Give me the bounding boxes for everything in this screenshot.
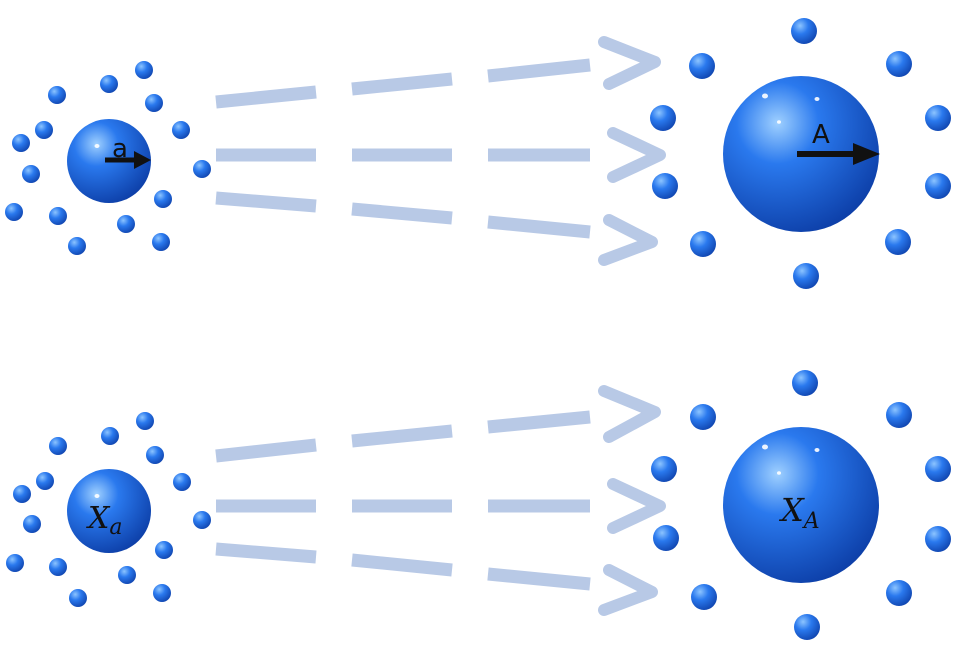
small-sphere-bottom <box>67 469 151 553</box>
large-cluster-top-dots <box>650 18 951 289</box>
large-cluster-bottom-dots <box>651 370 951 640</box>
small-cluster-top-dots <box>5 61 211 255</box>
top-row: a <box>5 18 951 289</box>
large-cluster-top: A <box>650 18 951 289</box>
dashed-arrows-top <box>215 36 666 266</box>
large-sphere-bottom <box>723 427 879 583</box>
small-label-subscript: a <box>109 515 122 540</box>
large-sphere-label-XA: XA <box>778 491 820 534</box>
dashed-arrows-bottom <box>215 385 666 616</box>
large-label-base: X <box>778 491 805 529</box>
small-label-base: X <box>86 501 111 536</box>
small-cluster-top: a <box>5 61 211 255</box>
large-radius-label-A: A <box>812 120 830 150</box>
large-label-subscript: A <box>802 509 820 534</box>
bottom-row: Xa <box>6 370 951 640</box>
small-cluster-bottom: Xa <box>6 412 211 607</box>
large-radius-arrow <box>797 143 880 165</box>
small-radius-label-a: a <box>112 134 128 164</box>
small-radius-arrow <box>105 151 151 169</box>
small-sphere-label-Xa: Xa <box>86 501 122 540</box>
small-cluster-bottom-dots <box>6 412 211 607</box>
large-cluster-bottom: XA <box>651 370 951 640</box>
